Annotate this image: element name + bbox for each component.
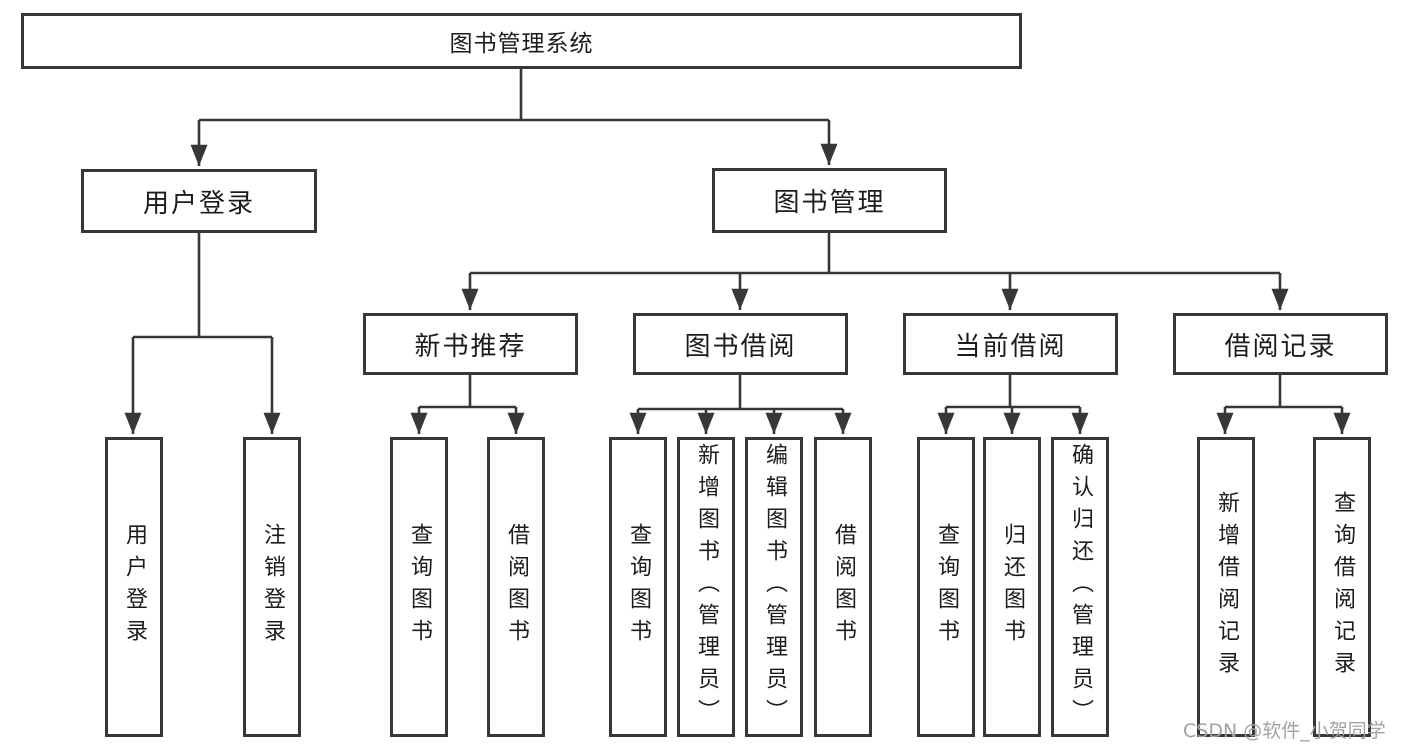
leaf-borrow-books-recommend: 借阅图书 xyxy=(487,437,545,737)
node-new-book-recommendation: 新书推荐 xyxy=(363,313,578,375)
leaf-add-book-admin: 新增图书（管理员） xyxy=(677,437,735,737)
node-book-borrowing: 图书借阅 xyxy=(633,313,848,375)
leaf-query-books-current: 查询图书 xyxy=(917,437,975,737)
node-current-borrowing: 当前借阅 xyxy=(903,313,1118,375)
leaf-query-books-recommend: 查询图书 xyxy=(390,437,448,737)
node-book-management: 图书管理 xyxy=(712,168,947,233)
node-library-management-system: 图书管理系统 xyxy=(21,13,1022,69)
leaf-borrow-books-borrowing: 借阅图书 xyxy=(814,437,872,737)
leaf-add-borrow-record: 新增借阅记录 xyxy=(1197,437,1255,737)
node-user-login: 用户登录 xyxy=(81,169,317,233)
leaf-user-login: 用户登录 xyxy=(105,437,163,737)
leaf-logout: 注销登录 xyxy=(243,437,301,737)
leaf-edit-book-admin: 编辑图书（管理员） xyxy=(745,437,803,737)
node-borrowing-records: 借阅记录 xyxy=(1173,313,1388,375)
leaf-confirm-return-admin: 确认归还（管理员） xyxy=(1051,437,1109,737)
leaf-query-books-borrowing: 查询图书 xyxy=(609,437,667,737)
leaf-query-borrow-record: 查询借阅记录 xyxy=(1313,437,1371,737)
leaf-return-books: 归还图书 xyxy=(983,437,1041,737)
watermark: CSDN @软件_小贺同学 xyxy=(1183,720,1386,742)
